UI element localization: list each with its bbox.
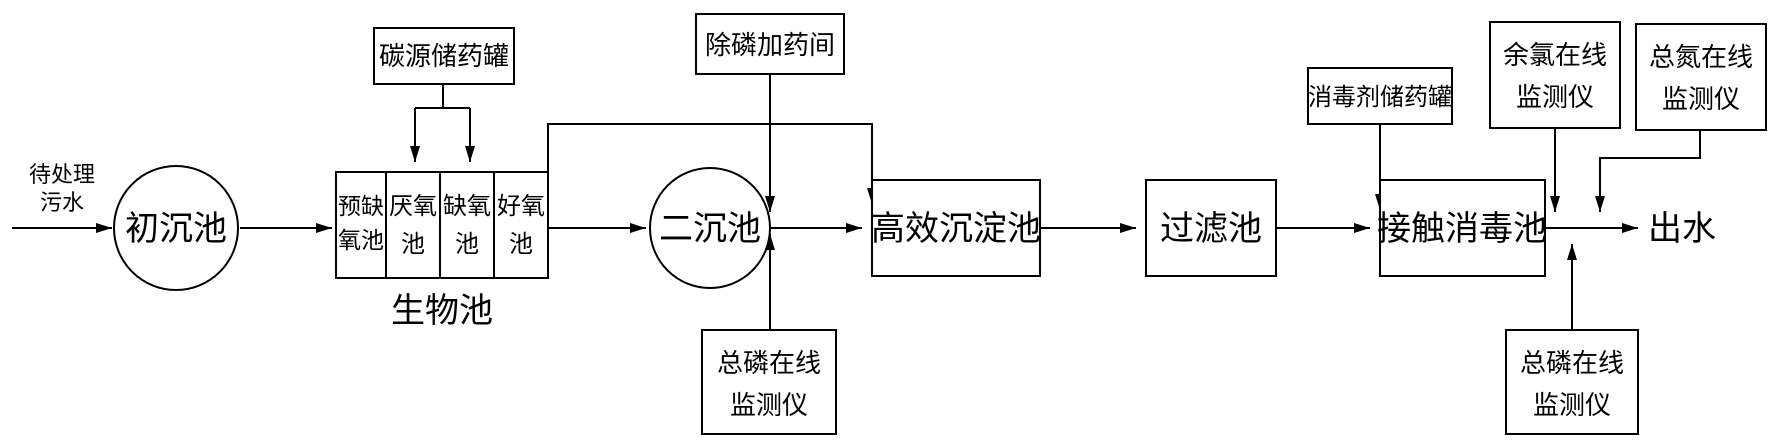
disinfectant-tank: 消毒剂储药罐: [1307, 67, 1453, 125]
bio-tank-label: 生物池: [391, 291, 493, 331]
tp-monitor-2-line1: 总磷在线: [1520, 349, 1624, 379]
high-eff-sedimentation: 高效沉淀池: [871, 179, 1041, 277]
disinfectant-tank-box: [1307, 67, 1453, 125]
arrow-carbon-anoxic: [465, 146, 475, 162]
arrow-carbon-anaerobic: [410, 146, 420, 162]
arrow-tn: [1595, 196, 1605, 212]
high-eff-sedimentation-box: [871, 179, 1041, 277]
phos-dosing-room: 除磷加药间: [695, 13, 845, 75]
bio-aerobic-line2: 池: [509, 230, 533, 258]
tp-monitor-1-box: [701, 329, 837, 435]
high-eff-sedimentation-label: 高效沉淀池: [871, 209, 1041, 249]
arrowheads: [96, 146, 1638, 260]
residual-cl-monitor-line2: 监测仪: [1516, 83, 1594, 113]
phos-dosing-room-label: 除磷加药间: [705, 31, 835, 61]
arrow-phos-dosing: [765, 196, 775, 212]
bio-anaerobic-line1: 厌氧: [389, 192, 437, 220]
tn-monitor-box: [1635, 23, 1767, 131]
contact-disinfection: 接触消毒池: [1377, 179, 1547, 277]
arrow-residual-cl: [1550, 196, 1560, 212]
phos-dosing-room-box: [695, 13, 845, 75]
input-label-line1: 待处理: [29, 163, 95, 188]
residual-cl-monitor: 余氯在线 监测仪: [1489, 21, 1621, 129]
arrow-to-primary: [96, 223, 112, 233]
bio-anaerobic-line2: 池: [401, 230, 425, 258]
primary-clarifier-label: 初沉池: [125, 209, 227, 249]
secondary-clarifier-label: 二沉池: [659, 209, 761, 249]
tp-monitor-2: 总磷在线 监测仪: [1505, 329, 1639, 435]
tp-monitor-1-line2: 监测仪: [730, 391, 808, 421]
tn-monitor-line2: 监测仪: [1662, 85, 1740, 115]
bio-aerobic-line1: 好氧: [497, 192, 545, 220]
carbon-source-tank: 碳源储药罐: [373, 27, 515, 85]
tp-monitor-1: 总磷在线 监测仪: [701, 329, 837, 435]
arrow-tp-monitor-2: [1567, 244, 1577, 260]
bio-anoxic-line1: 缺氧: [443, 192, 491, 220]
arrow-to-outlet: [1622, 223, 1638, 233]
bio-tank-outline: [335, 171, 549, 279]
tp-monitor-2-line2: 监测仪: [1533, 391, 1611, 421]
primary-clarifier: 初沉池: [113, 165, 239, 291]
bio-pre-anoxic-line1: 预缺: [338, 194, 384, 220]
flow-bio-bypass: [547, 123, 873, 206]
arrow-to-disinfection: [1354, 223, 1370, 233]
carbon-source-tank-label: 碳源储药罐: [379, 42, 509, 72]
arrow-to-bio: [316, 223, 332, 233]
secondary-clarifier: 二沉池: [649, 167, 771, 289]
output-label: 出水: [1648, 209, 1716, 249]
arrow-to-filter: [1120, 223, 1136, 233]
residual-cl-monitor-box: [1489, 21, 1621, 129]
tn-monitor-line1: 总氮在线: [1649, 43, 1753, 73]
carbon-source-tank-box: [373, 27, 515, 85]
tn-monitor-line: [1599, 130, 1701, 212]
residual-cl-monitor-line1: 余氯在线: [1503, 41, 1607, 71]
filter-tank: 过滤池: [1145, 179, 1277, 277]
input-label-line2: 污水: [40, 191, 84, 216]
bio-anoxic-line2: 池: [455, 230, 479, 258]
contact-disinfection-box: [1379, 179, 1546, 277]
filter-tank-label: 过滤池: [1160, 209, 1262, 249]
primary-clarifier-shape: [113, 165, 239, 291]
arrow-to-sed: [846, 223, 862, 233]
tn-monitor: 总氮在线 监测仪: [1635, 23, 1767, 131]
secondary-clarifier-shape: [649, 167, 771, 289]
filter-tank-box: [1145, 179, 1277, 277]
bio-pre-anoxic-line2: 氧池: [338, 228, 384, 254]
disinfectant-tank-label: 消毒剂储药罐: [1308, 83, 1452, 111]
contact-disinfection-label: 接触消毒池: [1377, 209, 1547, 249]
tp-monitor-2-box: [1505, 329, 1639, 435]
tp-monitor-1-line1: 总磷在线: [717, 349, 821, 379]
bio-tank: 预缺 氧池 厌氧 池 缺氧 池 好氧 池 生物池: [335, 171, 549, 331]
arrow-to-secondary: [630, 223, 646, 233]
